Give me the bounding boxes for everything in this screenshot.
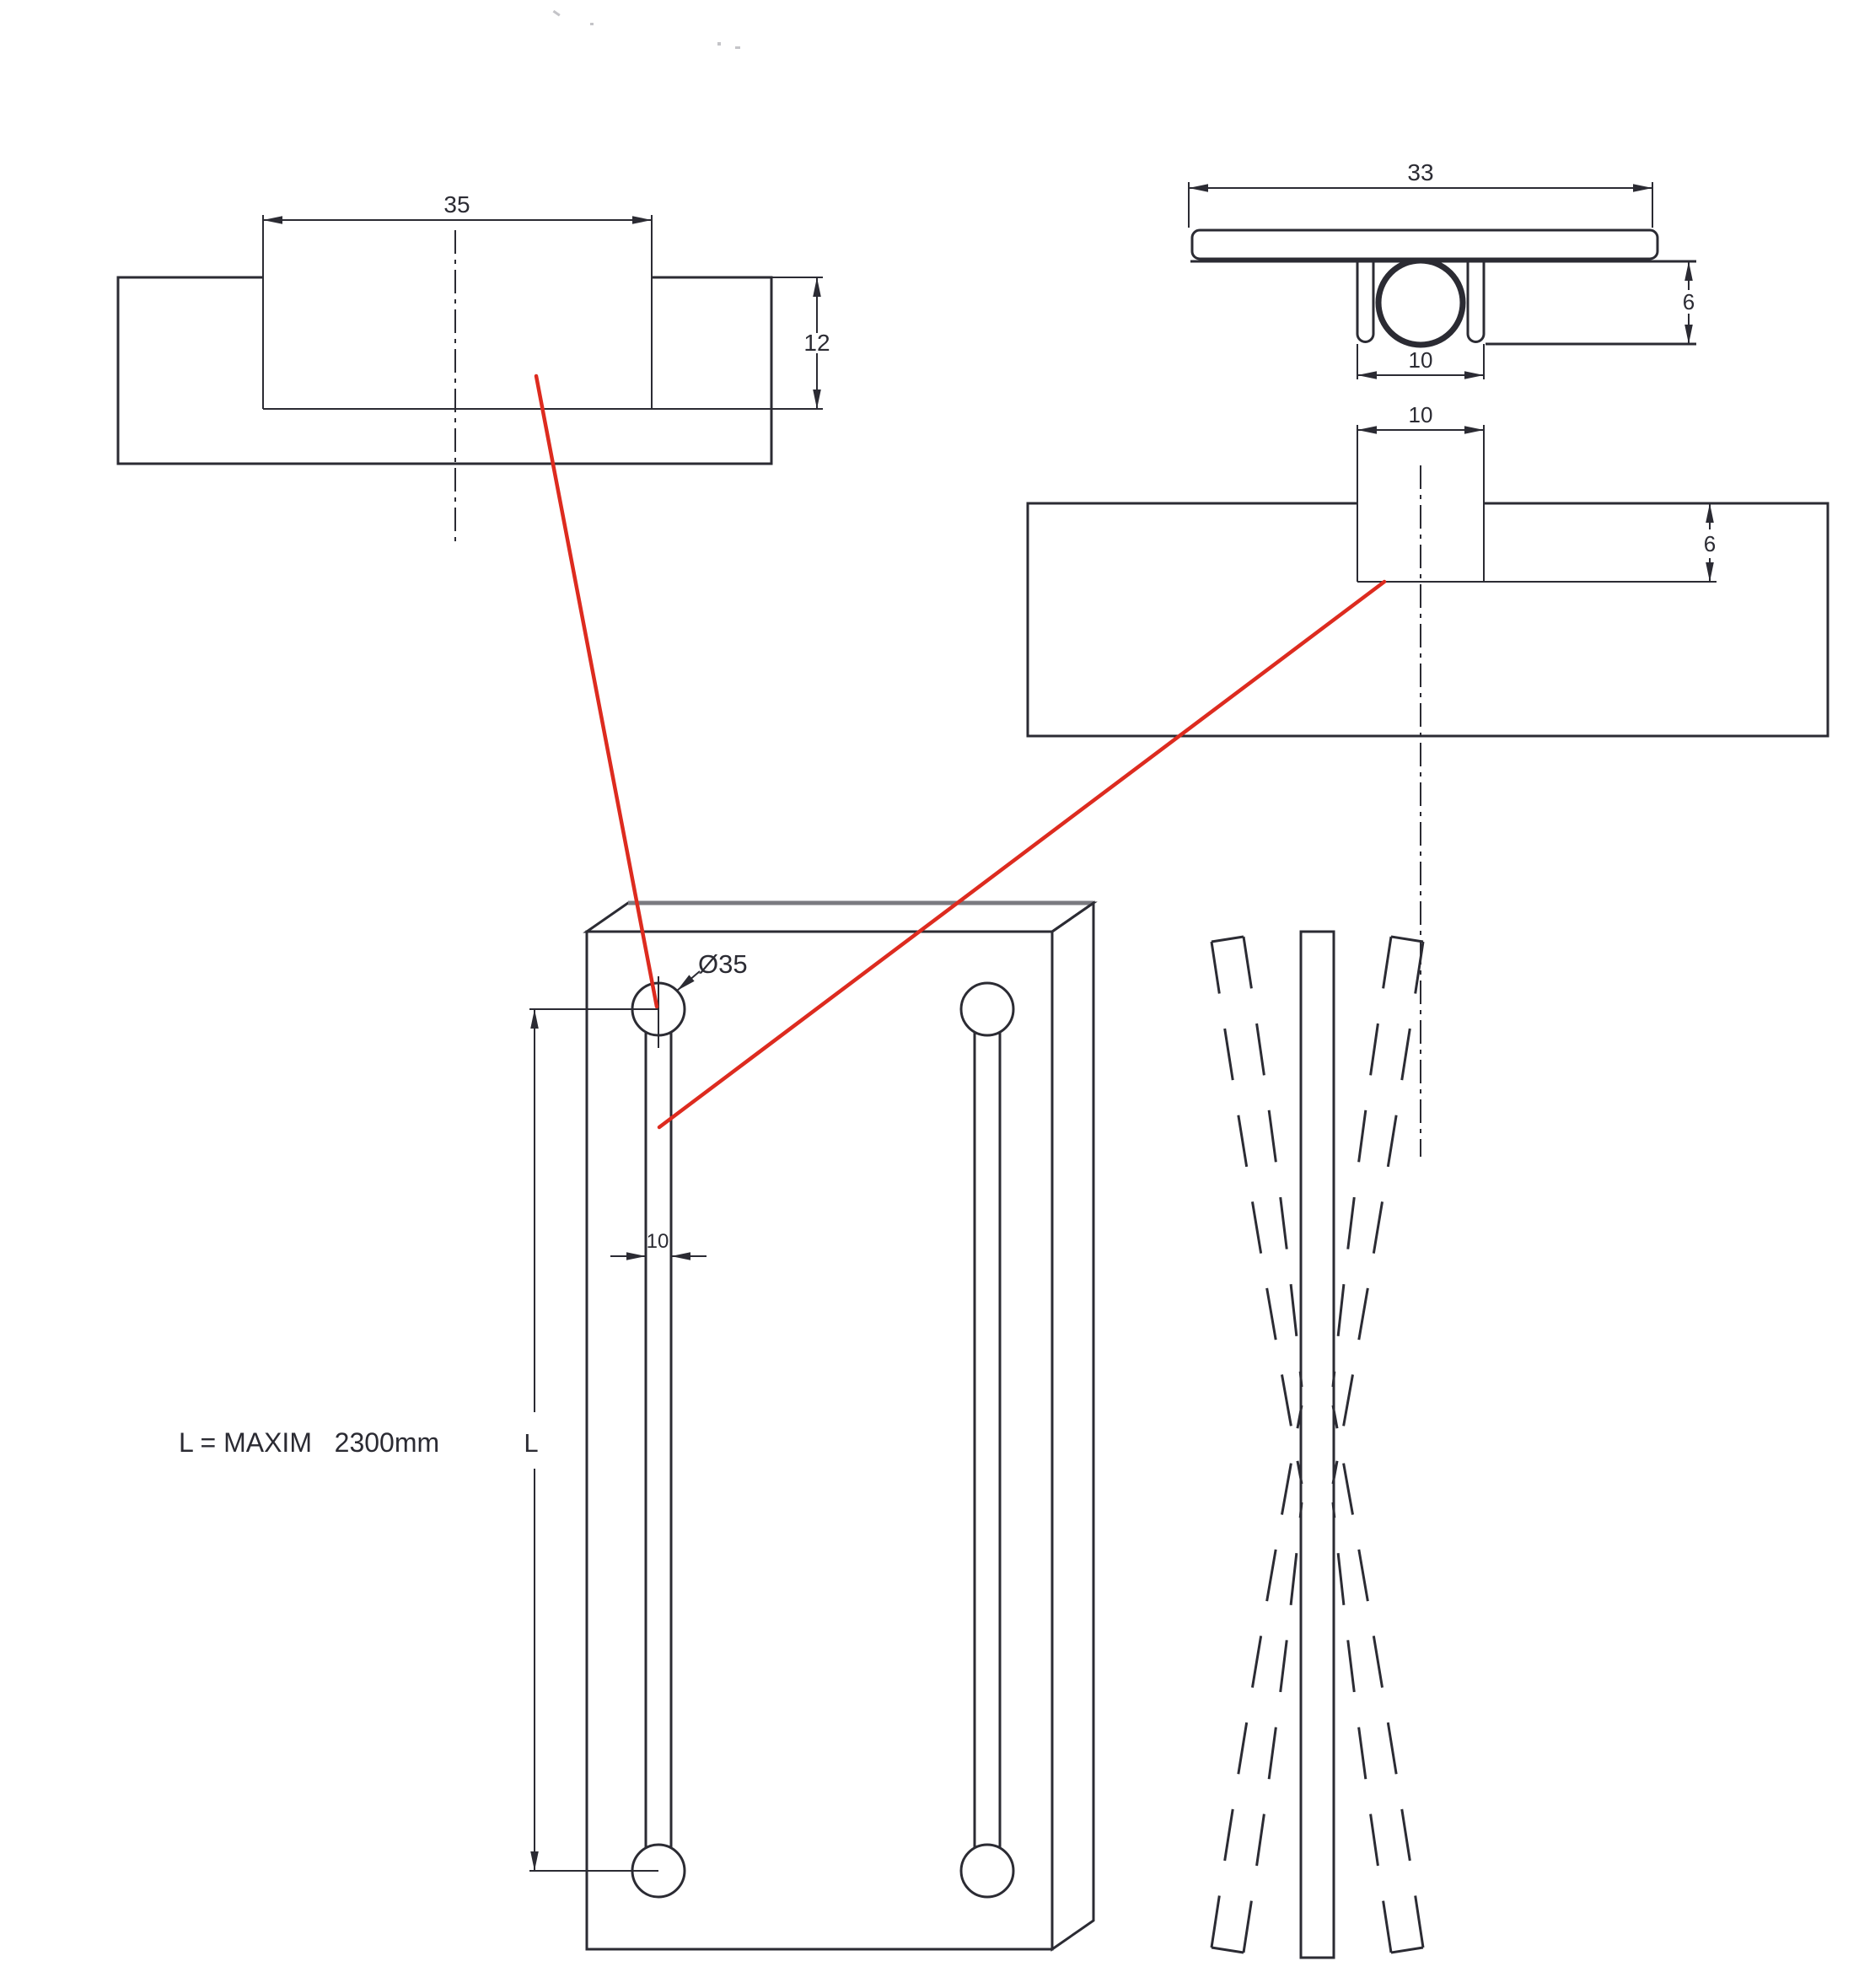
hole-diameter-label: Ø35: [698, 949, 748, 979]
dim-label-6: 6: [1683, 289, 1695, 314]
scan-specks: [552, 9, 740, 49]
cap-bottom-right: [1390, 1946, 1424, 1954]
panel-side-face: [1050, 900, 1095, 1952]
flex-curve: [1242, 1502, 1303, 1953]
flex-curve: [1331, 1405, 1425, 1948]
cap-top-right: [1390, 935, 1424, 943]
red-callout-line-1: [534, 373, 659, 1009]
flex-curve: [1210, 1405, 1303, 1948]
dim-label-10: 10: [647, 1230, 669, 1253]
length-note: L = MAXIM 2300mm: [179, 1427, 439, 1458]
view-slot-detail-small: 10 6: [1026, 402, 1829, 1157]
flex-curve: [1210, 941, 1303, 1485]
flex-curve: [1331, 936, 1393, 1388]
dim-label-10: 10: [1409, 402, 1433, 427]
leader-line: [676, 970, 701, 991]
cap-bottom-left: [1211, 1946, 1244, 1954]
dim-label-6: 6: [1704, 531, 1716, 556]
view-flex-illustration: [1210, 930, 1425, 1959]
tube-circle: [1375, 257, 1466, 348]
hole-top-right: [959, 981, 1015, 1037]
dim-label-33: 33: [1407, 159, 1433, 185]
panel-front-face: [585, 930, 1054, 1951]
straight-strip: [1299, 930, 1335, 1959]
dim-label-10: 10: [1409, 347, 1433, 373]
dim-label-35: 35: [443, 191, 470, 218]
left-leg: [1356, 261, 1375, 343]
hole-bottom-right: [959, 1843, 1015, 1899]
right-leg: [1466, 261, 1486, 343]
flex-curve: [1331, 1502, 1393, 1953]
view-slot-detail-large: 35 12: [116, 191, 830, 546]
panel-top-face: [583, 901, 1098, 933]
view-panel: L Ø35 10 L = MAXIM 2300mm: [179, 900, 1098, 1952]
cap-top-left: [1211, 935, 1244, 943]
view-t-profile-detail: 33 6 10: [1188, 159, 1696, 379]
flex-curve: [1242, 936, 1303, 1388]
detail-callouts: [534, 373, 1387, 1130]
dim-label-12: 12: [803, 330, 830, 356]
part-outline: [116, 276, 773, 465]
red-callout-line-2: [657, 579, 1387, 1130]
part-outline: [1026, 502, 1829, 738]
cap-bar: [1190, 228, 1659, 261]
flex-curve: [1331, 941, 1425, 1485]
dim-label-L: L: [524, 1428, 538, 1458]
